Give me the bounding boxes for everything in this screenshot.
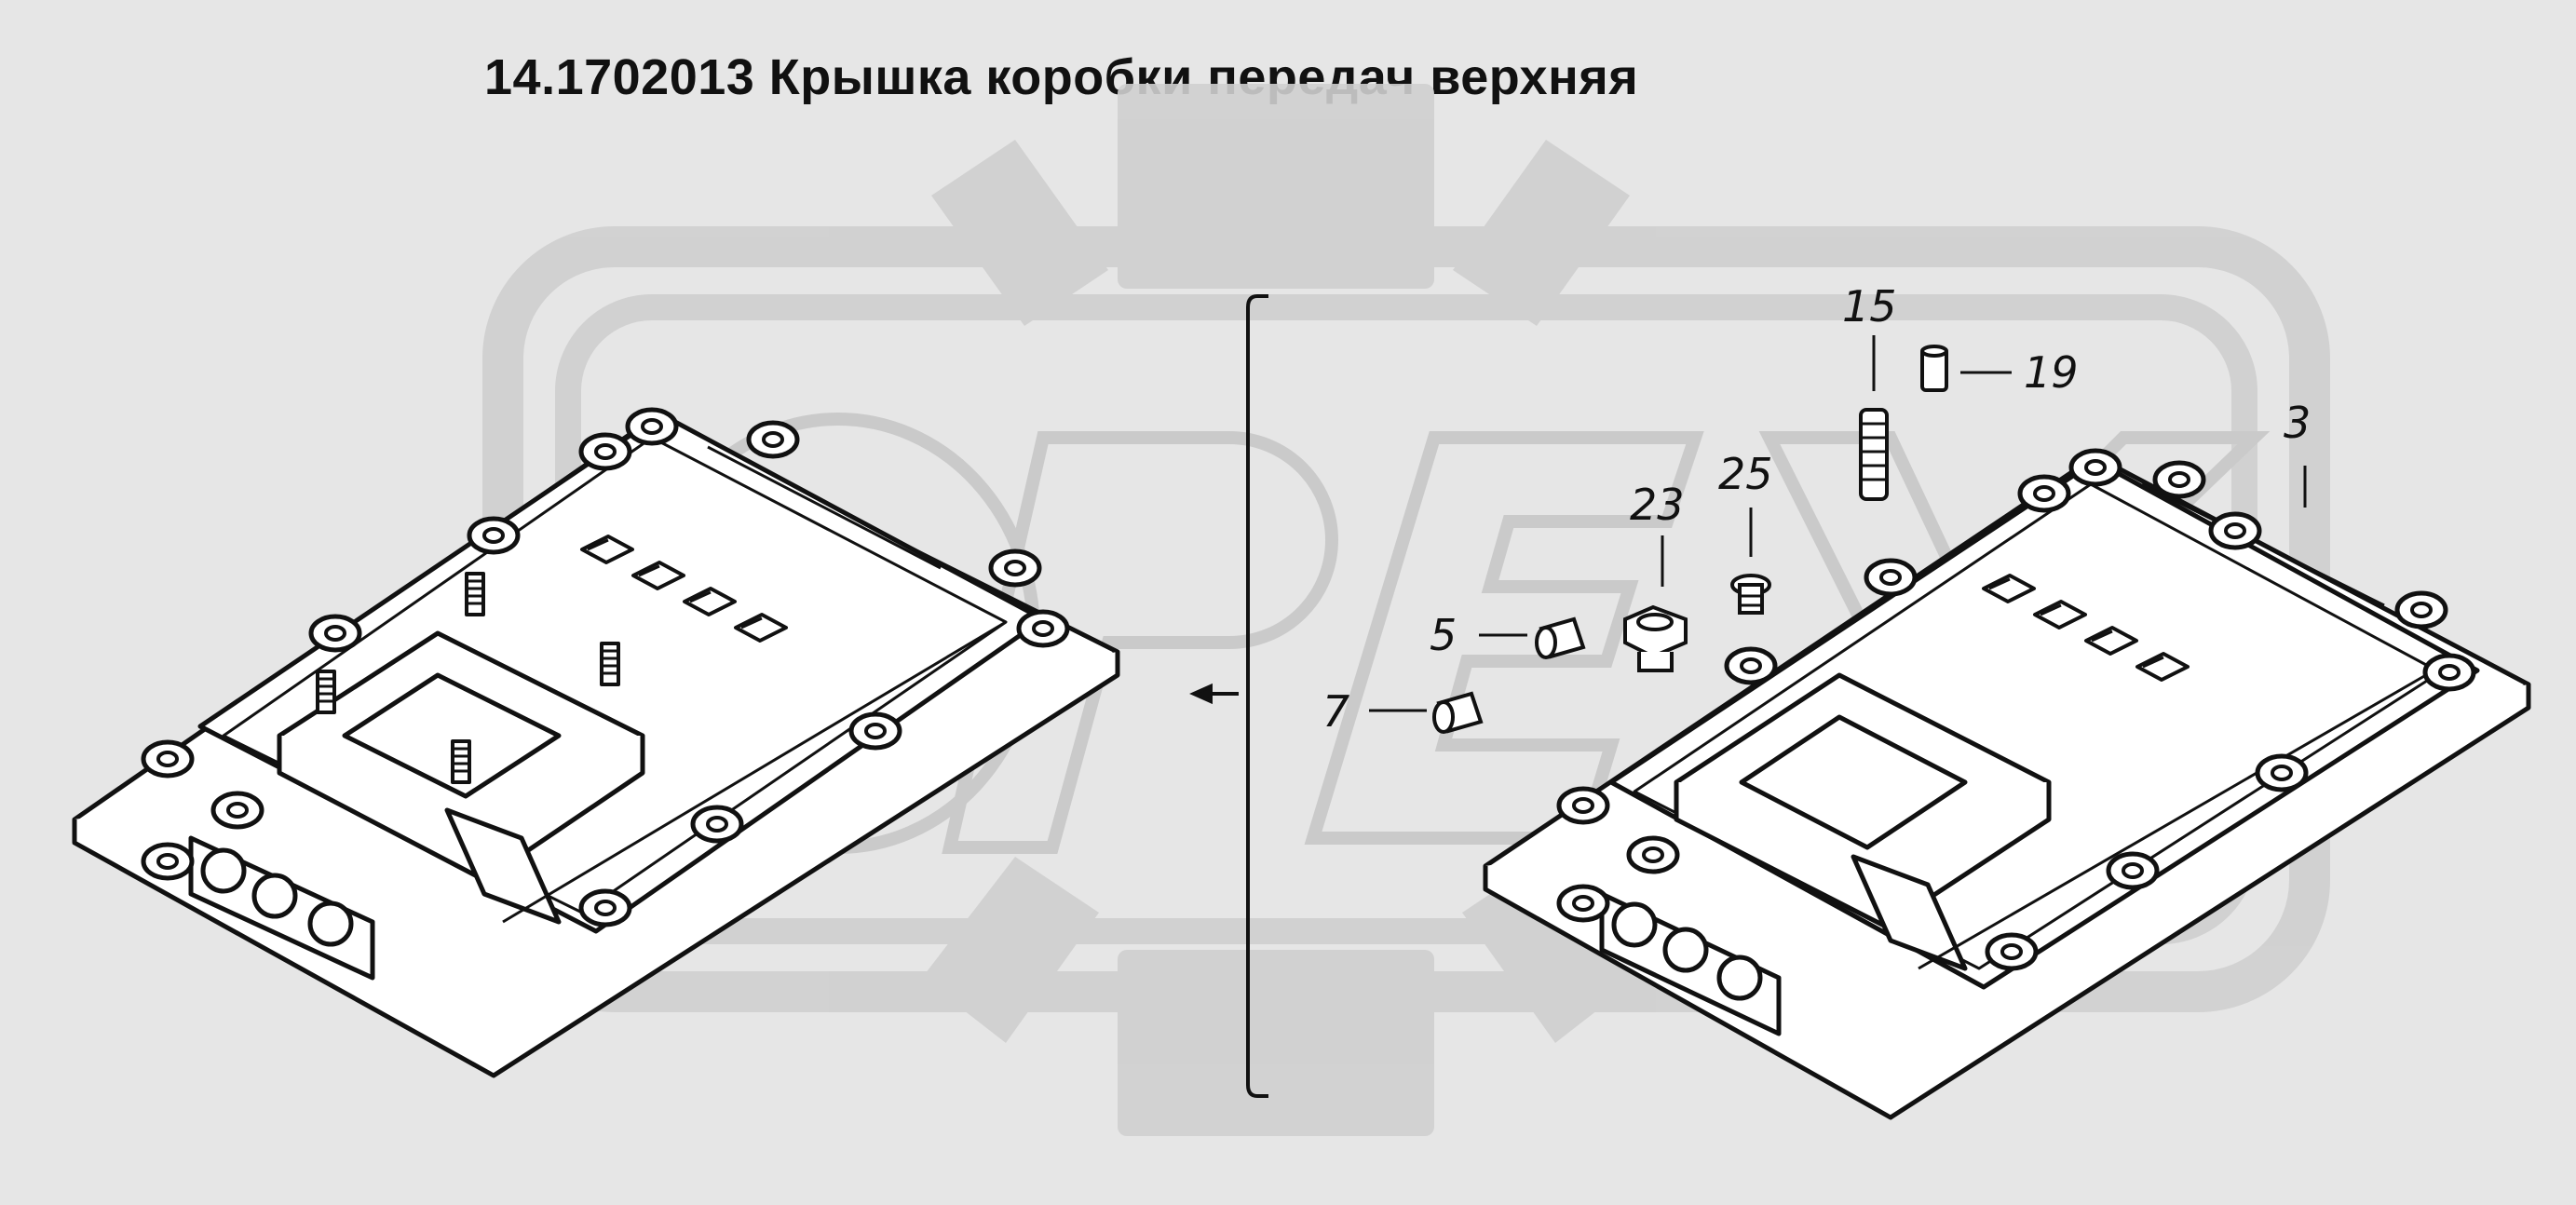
left-cover-assembly (72, 410, 1120, 1078)
group-bracket (1246, 294, 1268, 1098)
part-15-spring (1859, 408, 1889, 501)
part-19-pin (1920, 345, 1948, 392)
callout-19: 19 (2024, 347, 2079, 398)
page-title: 14.1702013 Крышка коробки передач верхня… (484, 49, 1639, 105)
leader-lines (1369, 335, 2307, 712)
callout-23: 23 (1630, 480, 1685, 530)
part-5-bushing (1535, 616, 1586, 659)
callout-15: 15 (1842, 281, 1897, 332)
callout-labels: 15 19 3 25 23 5 7 (1322, 281, 2311, 737)
callout-25: 25 (1718, 449, 1773, 499)
callout-3: 3 (2284, 398, 2311, 448)
part-23-nut (1623, 604, 1688, 672)
callout-7: 7 (1322, 686, 1349, 737)
right-cover-assembly (1483, 451, 2531, 1120)
part-7-plug (1432, 691, 1484, 734)
callout-5: 5 (1430, 610, 1457, 660)
part-25-screw (1730, 574, 1771, 615)
assembly-arrow (1189, 683, 1239, 705)
